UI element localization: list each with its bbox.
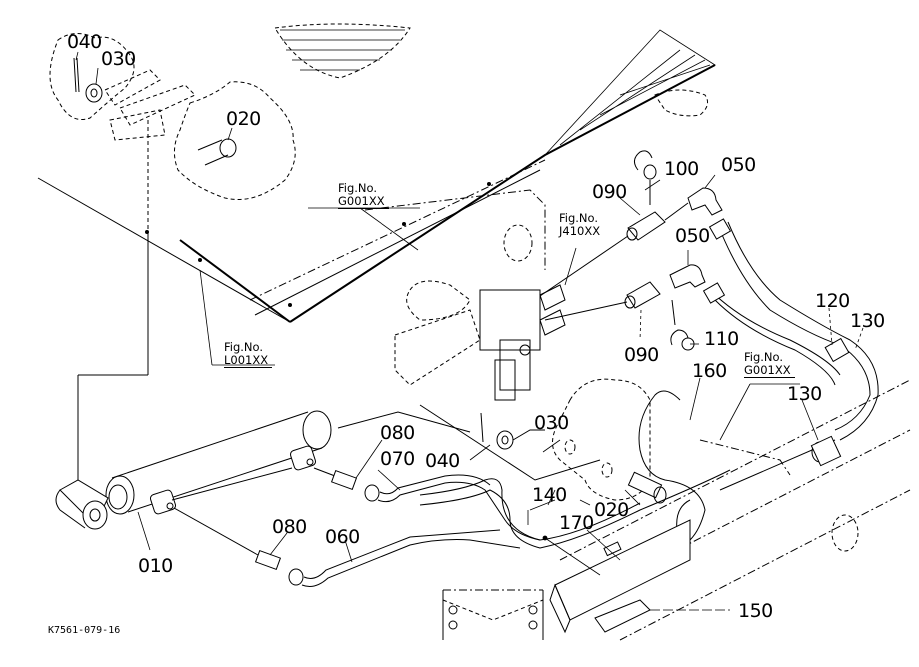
clevis-ghost: [104, 69, 196, 141]
part-label-020-lower[interactable]: 020: [594, 499, 629, 521]
fig-ref-line2: G001XX: [744, 364, 795, 378]
drawing-code: K7561-079-16: [48, 625, 121, 636]
fig-ref-line2: G001XX: [338, 195, 389, 209]
detail-bubble-pin: [174, 81, 296, 201]
frame-rails: [559, 379, 911, 641]
part-label-130-lower[interactable]: 130: [787, 383, 822, 405]
detail-bubble-pin-washer: [49, 33, 135, 120]
fitting-080-upper: [313, 467, 380, 502]
coupler-090-lower: [624, 281, 661, 309]
elbow-050-lower: [669, 264, 706, 289]
part-label-040[interactable]: 040: [67, 31, 102, 53]
fitting-080-lower: [173, 507, 304, 586]
part-label-020[interactable]: 020: [226, 108, 261, 130]
chequer-plate-top: [274, 23, 411, 79]
part-label-090-lower[interactable]: 090: [624, 344, 659, 366]
chequer-plate-right: [544, 29, 716, 156]
part-label-010[interactable]: 010: [138, 555, 173, 577]
part-label-030[interactable]: 030: [101, 48, 136, 70]
fig-ref-line1: Fig.No.: [744, 350, 784, 364]
part-label-100[interactable]: 100: [664, 158, 699, 180]
part-label-170[interactable]: 170: [559, 512, 594, 534]
part-label-060[interactable]: 060: [325, 526, 360, 548]
fig-ref-line1: Fig.No.: [224, 340, 264, 354]
part-label-070[interactable]: 070: [380, 448, 415, 470]
control-valve: [479, 284, 566, 401]
part-label-110[interactable]: 110: [704, 328, 739, 350]
drawbar: [549, 519, 691, 634]
hydraulic-cylinder-010: [55, 410, 471, 530]
pin-washer-lower: [419, 404, 601, 481]
part-label-080-upper[interactable]: 080: [380, 422, 415, 444]
part-label-050-lower[interactable]: 050: [675, 225, 710, 247]
fig-ref-line1: Fig.No.: [559, 211, 599, 225]
mounting-bracket: [364, 189, 546, 386]
fig-ref-line1: Fig.No.: [338, 181, 378, 195]
hose-lower-center: [419, 469, 731, 549]
fig-ref-g001xx-lower[interactable]: Fig.No. G001XX: [744, 351, 795, 378]
wire-160: [638, 390, 706, 552]
leader-lines: [75, 51, 864, 611]
fig-ref-line2: J410XX: [559, 224, 601, 238]
elbow-050-upper: [687, 187, 723, 216]
fig-ref-line2: L001XX: [224, 354, 273, 368]
dust-cap-110: [670, 299, 695, 351]
part-label-140[interactable]: 140: [532, 484, 567, 506]
part-label-050-upper[interactable]: 050: [721, 154, 756, 176]
part-label-150[interactable]: 150: [738, 600, 773, 622]
fig-ref-j410xx[interactable]: Fig.No. J410XX: [559, 212, 600, 238]
part-label-040-lower[interactable]: 040: [425, 450, 460, 472]
part-label-160[interactable]: 160: [692, 360, 727, 382]
pivot-bracket: [552, 378, 667, 504]
inset-detail: [442, 589, 544, 640]
part-label-130-upper[interactable]: 130: [850, 310, 885, 332]
fig-ref-l001xx[interactable]: Fig.No. L001XX: [224, 340, 273, 368]
part-label-080-lower[interactable]: 080: [272, 516, 307, 538]
hose-060: [301, 539, 521, 587]
hydraulic-hoses-right: [702, 218, 879, 491]
hose-070: [377, 481, 541, 541]
part-label-120[interactable]: 120: [815, 290, 850, 312]
dust-cap-100: [634, 150, 657, 205]
part-label-030-lower[interactable]: 030: [534, 412, 569, 434]
part-label-090-upper[interactable]: 090: [592, 181, 627, 203]
coupler-090-upper: [626, 211, 666, 241]
fig-ref-g001xx-upper[interactable]: Fig.No. G001XX: [338, 182, 389, 209]
